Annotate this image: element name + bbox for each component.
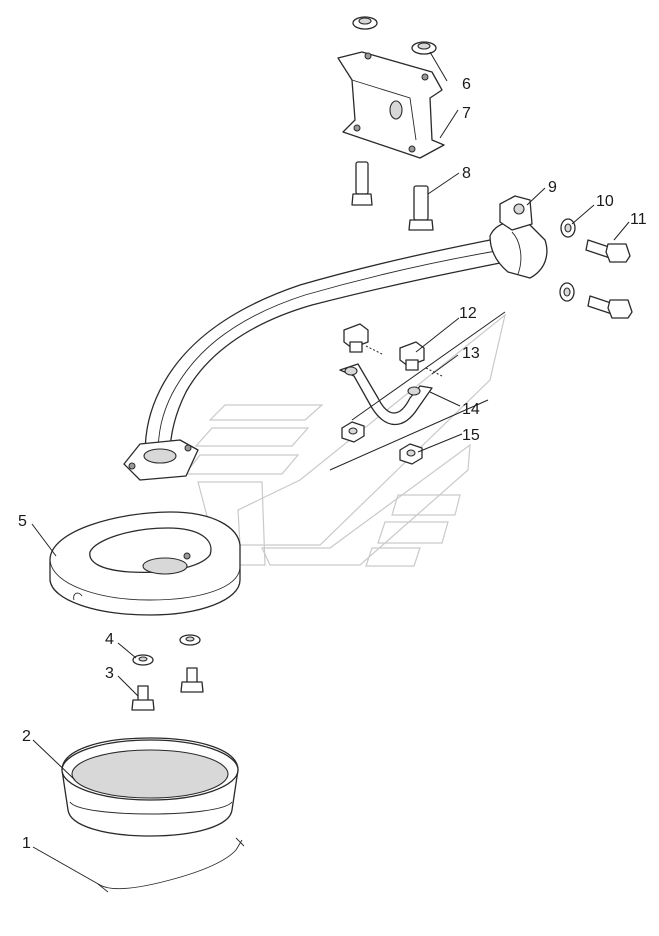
mounting-bracket [337,51,445,159]
washer-10 [559,218,576,302]
nut-15 [341,421,423,465]
callout-9: 9 [548,179,557,196]
leader-lines [31,51,630,886]
callout-6: 6 [462,76,471,93]
washer-4 [132,634,201,666]
bolt-11 [585,239,633,319]
bolt-8 [351,161,434,231]
callout-labels: 1 2 3 4 5 6 7 8 9 10 11 12 13 14 15 [18,76,647,852]
callout-7: 7 [462,105,471,122]
callout-13: 13 [462,345,480,362]
strainer-housing [49,511,241,616]
callout-2: 2 [22,728,31,745]
callout-4: 4 [105,631,114,648]
callout-11: 11 [630,211,647,228]
bolt-12 [343,323,425,371]
callout-1: 1 [22,835,31,852]
callout-10: 10 [596,193,614,210]
callout-12: 12 [459,305,477,322]
retaining-ring [61,737,239,837]
callout-5: 5 [18,513,27,530]
watermark-pattern [183,313,506,567]
callout-3: 3 [105,665,114,682]
support-clamp-14 [339,363,433,425]
screw-3 [131,667,204,711]
oil-pickup-tube [123,195,548,481]
wire-clip [97,837,245,893]
callout-14: 14 [462,401,480,418]
washer-6-top [352,16,437,55]
callout-15: 15 [462,427,480,444]
callout-8: 8 [462,165,471,182]
